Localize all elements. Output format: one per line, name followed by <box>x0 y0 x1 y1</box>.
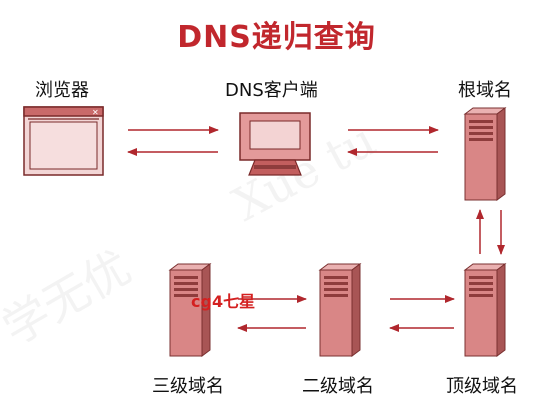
second-level-domain-server-icon <box>319 263 361 357</box>
top-level-domain-server-icon <box>464 263 506 357</box>
root-domain-server-icon <box>464 107 506 201</box>
svg-text:✕: ✕ <box>92 108 99 117</box>
top-level-domain-label: 顶级域名 <box>446 376 518 397</box>
browser-icon: ✕ <box>23 106 104 176</box>
second-level-domain-label: 二级域名 <box>302 376 374 397</box>
dns-client-label: DNS客户端 <box>225 80 318 101</box>
dns-client-icon <box>239 112 311 176</box>
root-domain-label: 根域名 <box>458 80 512 101</box>
browser-label: 浏览器 <box>35 80 89 101</box>
diagram-title: DNS递归查询 <box>177 20 376 55</box>
overlay-watermark: cg4七星 <box>191 292 256 311</box>
third-level-domain-label: 三级域名 <box>152 376 224 397</box>
